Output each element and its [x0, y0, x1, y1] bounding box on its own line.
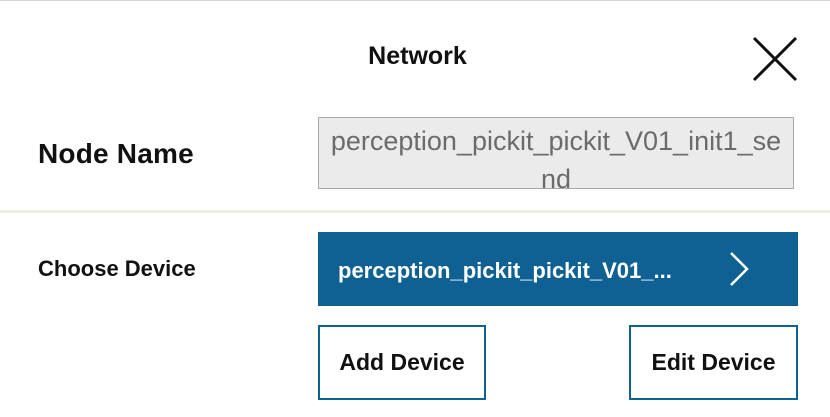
node-name-label: Node Name	[38, 138, 194, 169]
top-border	[0, 0, 830, 1]
dialog-title: Network	[368, 42, 467, 70]
choose-device-label: Choose Device	[38, 256, 196, 281]
chevron-right-icon	[730, 252, 749, 286]
edit-device-button[interactable]: Edit Device	[629, 325, 798, 400]
device-select[interactable]: perception_pickit_pickit_V01_...	[318, 232, 798, 306]
device-select-value: perception_pickit_pickit_V01_...	[338, 258, 672, 283]
node-name-field[interactable]: perception_pickit_pickit_V01_init1_send	[318, 117, 794, 189]
close-icon	[752, 36, 798, 82]
section-divider	[0, 210, 830, 213]
close-button[interactable]	[750, 34, 800, 84]
add-device-button[interactable]: Add Device	[318, 325, 486, 400]
